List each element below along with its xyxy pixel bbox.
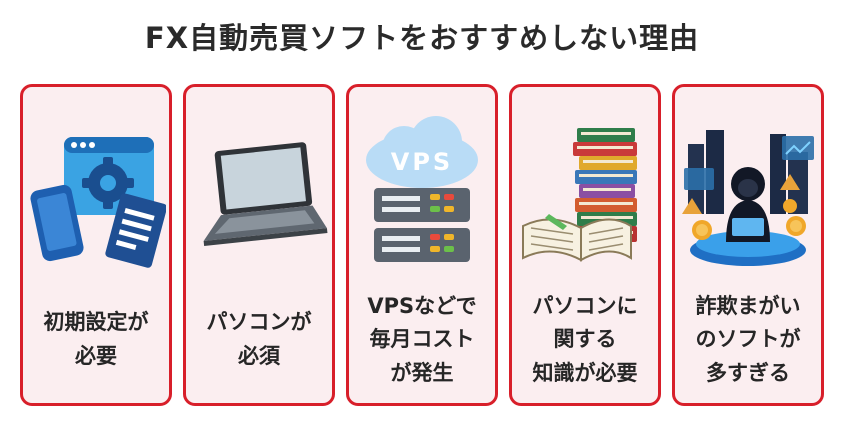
vps-cloud-label: VPS <box>391 148 453 176</box>
reason-card-initial-setup: 初期設定が 必要 <box>20 84 172 406</box>
books-icon <box>512 109 658 279</box>
reason-card-scam-software: 詐欺まがい のソフトが 多すぎる <box>672 84 824 406</box>
reason-card-pc-knowledge: パソコンに 関する 知識が必要 <box>509 84 661 406</box>
reason-label: VPSなどで 毎月コスト が発生 <box>367 293 477 385</box>
hacker-icon <box>675 109 821 279</box>
reason-card-vps-cost: VPS VPSなどで 毎月コスト が発生 <box>346 84 498 406</box>
reason-label: パソコンに 関する 知識が必要 <box>532 293 638 385</box>
reason-label: 初期設定が 必要 <box>43 310 149 368</box>
vps-server-icon: VPS <box>349 109 495 279</box>
reason-label: 詐欺まがい のソフトが 多すぎる <box>695 293 801 385</box>
laptop-icon <box>186 109 332 279</box>
reason-card-pc-required: パソコンが 必須 <box>183 84 335 406</box>
reason-label: パソコンが 必須 <box>206 310 312 368</box>
reasons-list: 初期設定が 必要 パソコンが 必須 VPS <box>20 84 824 406</box>
page-title: FX自動売買ソフトをおすすめしない理由 <box>144 21 700 55</box>
app-settings-icon <box>23 109 169 279</box>
